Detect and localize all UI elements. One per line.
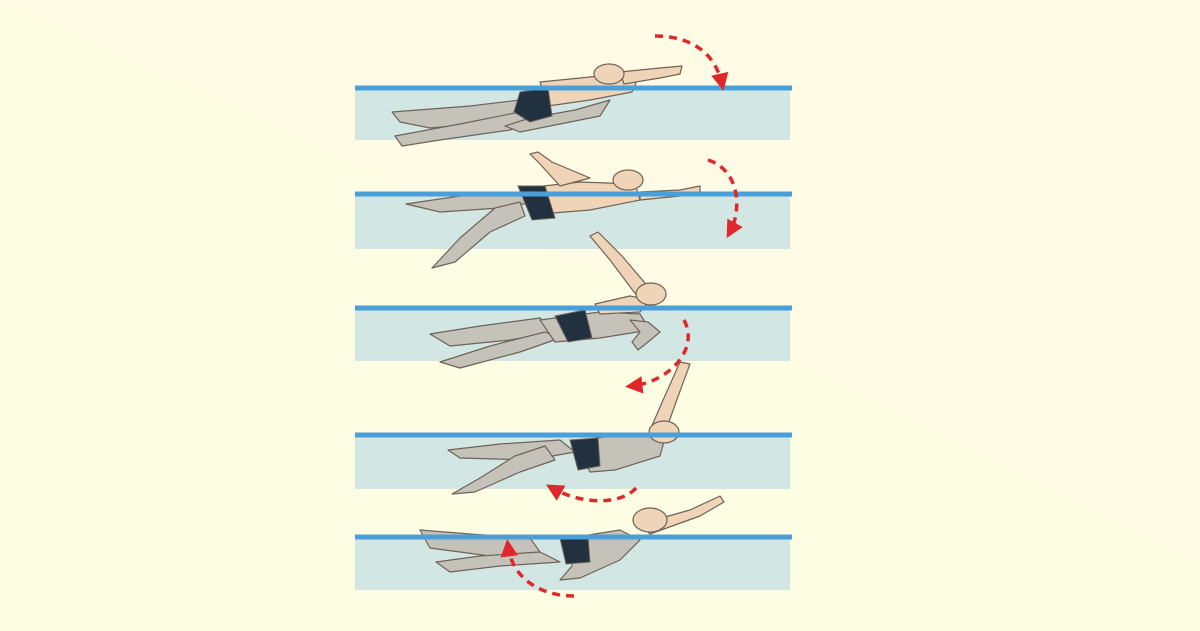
panel-2 — [355, 151, 792, 269]
panel-3 — [355, 231, 792, 394]
dashed-rotation-arrow — [707, 158, 743, 239]
panel-5 — [355, 495, 792, 598]
panel-1 — [355, 34, 792, 147]
panel-4 — [355, 361, 792, 503]
swimmer-figure — [429, 231, 667, 369]
dashed-rotation-arrow — [625, 319, 690, 394]
dashed-rotation-arrow — [500, 539, 575, 598]
dashed-rotation-arrow — [654, 34, 729, 91]
dashed-rotation-arrow — [545, 484, 638, 503]
